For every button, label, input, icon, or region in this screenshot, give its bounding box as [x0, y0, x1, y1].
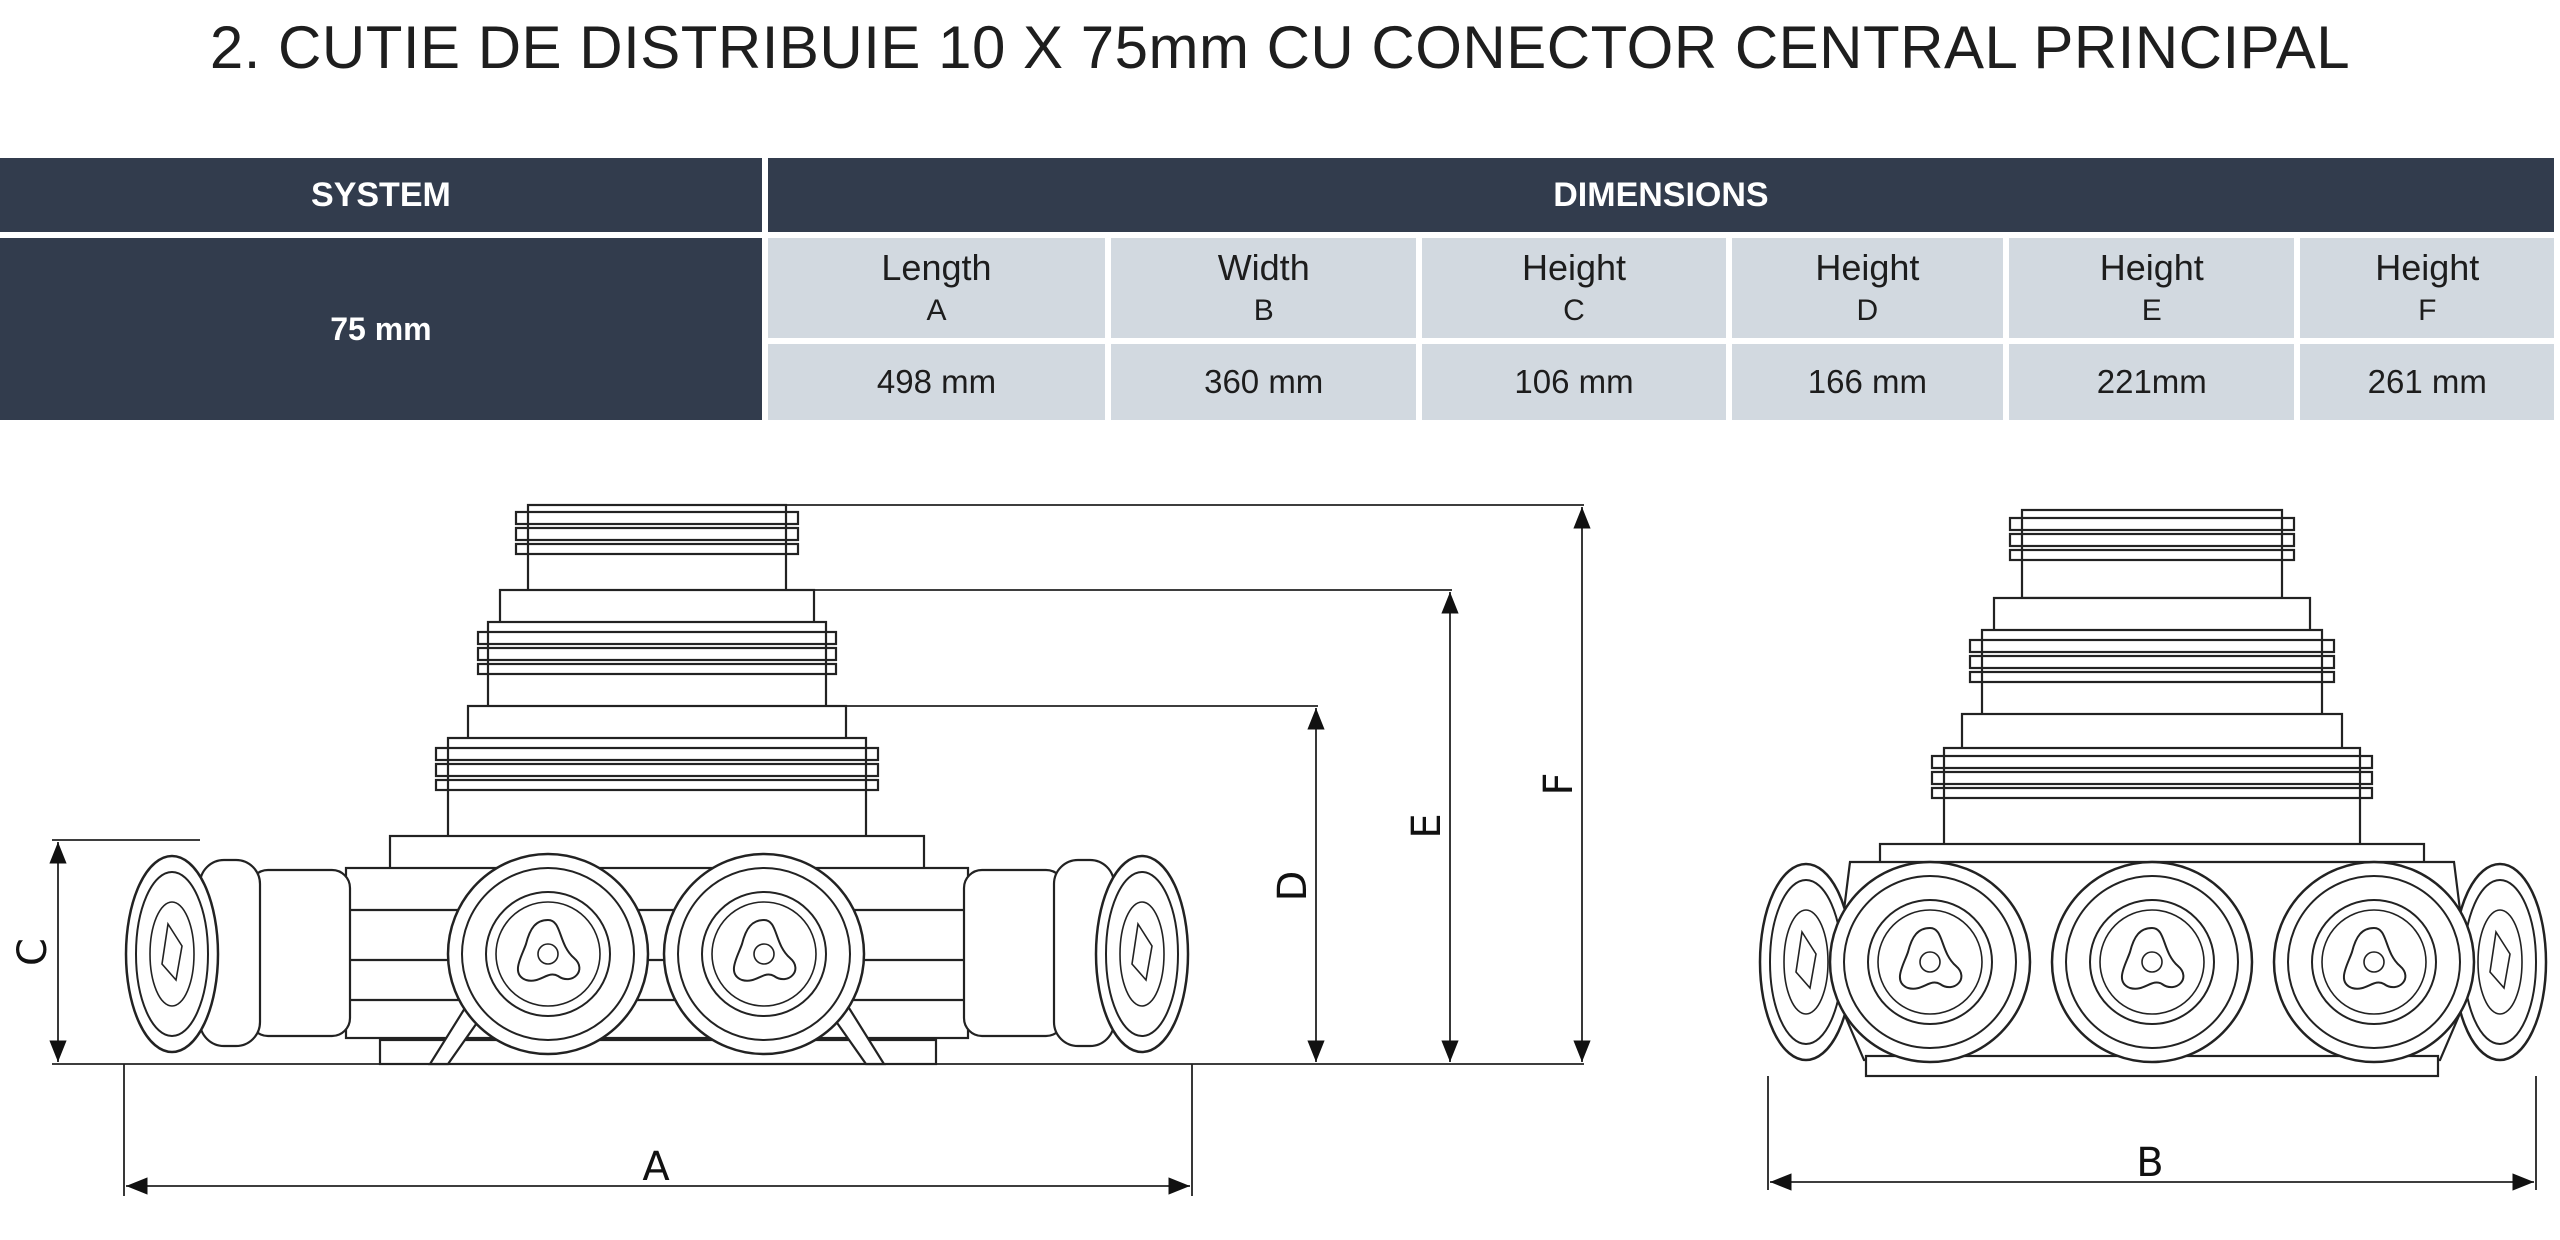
column-label: Height: [1521, 247, 1627, 288]
label-b: B: [2136, 1140, 2163, 1186]
technical-drawing: A B C D E F: [0, 470, 2560, 1240]
label-e: E: [1404, 813, 1450, 838]
label-c: C: [10, 938, 56, 966]
column-letter: D: [1856, 294, 1879, 327]
port-side-1: [1828, 860, 2032, 1064]
column-letter: E: [2141, 294, 2162, 327]
port-front-2: [662, 852, 866, 1056]
column-label: Length: [881, 247, 992, 288]
value-e: 221mm: [2009, 344, 2295, 420]
value-c: 106 mm: [1422, 344, 1726, 420]
table-header-row: SYSTEM DIMENSIONS: [0, 158, 2554, 232]
value-f: 261 mm: [2300, 344, 2554, 420]
port-side-3: [2272, 860, 2476, 1064]
column-label: Height: [2099, 247, 2204, 288]
value-a: 498 mm: [767, 344, 1106, 420]
column-label: Width: [1217, 247, 1310, 288]
value-d: 166 mm: [1731, 344, 2004, 420]
table-value-row: 498 mm 360 mm 106 mm 166 mm 221mm 261 mm: [0, 344, 2554, 420]
column-label: Height: [2375, 247, 2480, 288]
dimensions-header: DIMENSIONS: [767, 158, 2554, 232]
system-value: 75 mm: [0, 238, 762, 420]
dimension-lines: [49, 504, 2537, 1196]
column-label: Height: [1815, 247, 1920, 288]
side-port-right: [1094, 854, 1190, 1054]
label-a: A: [642, 1144, 670, 1190]
value-b: 360 mm: [1111, 344, 1417, 420]
port-front-1: [446, 852, 650, 1056]
column-letter: F: [2418, 294, 2437, 327]
label-f: F: [1536, 772, 1582, 795]
port-side-2: [2050, 860, 2254, 1064]
label-d: D: [1270, 871, 1316, 902]
column-letter: C: [1563, 294, 1585, 327]
column-letter: B: [1253, 294, 1274, 327]
column-letter: A: [926, 294, 947, 327]
system-header: SYSTEM: [0, 158, 762, 232]
front-view: [198, 503, 1116, 1066]
side-port-left: [124, 854, 220, 1054]
drawing-svg: A B C D E F: [10, 503, 2548, 1196]
dimension-labels: A B C D E F: [10, 772, 2164, 1190]
page-title: 2. CUTIE DE DISTRIBUIE 10 X 75mm CU CONE…: [209, 14, 2351, 81]
